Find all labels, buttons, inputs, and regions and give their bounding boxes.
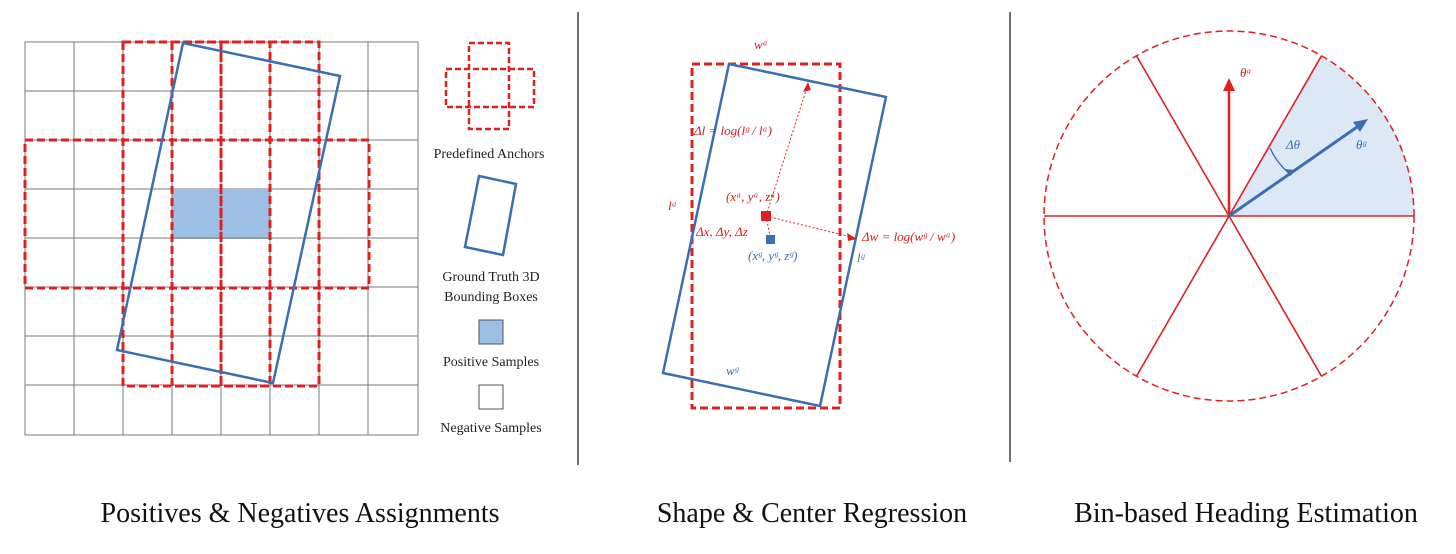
label-la: lᵃ xyxy=(668,198,677,213)
panel-shape-center-regression: wᵃ lᵃ wᵍ lᵍ (xᵃ, yᵃ, zᵃ) (xᵍ, yᵍ, zᵍ) Δx… xyxy=(657,37,967,529)
label-theta-g: θᵍ xyxy=(1356,137,1367,152)
arrow-head-l xyxy=(803,82,811,92)
label-theta-a: θᵃ xyxy=(1240,65,1252,80)
label-delta-theta: Δθ xyxy=(1285,137,1301,152)
gt-center-point xyxy=(766,235,775,244)
label-wg: wᵍ xyxy=(726,363,740,378)
legend-label-gt-line1: Ground Truth 3D xyxy=(442,270,539,285)
legend-label-anchors: Predefined Anchors xyxy=(434,147,545,162)
caption-shape-center: Shape & Center Regression xyxy=(657,498,967,529)
delta-theta-arc-head xyxy=(1285,169,1294,176)
legend-label-gt-line2: Bounding Boxes xyxy=(444,290,538,305)
legend-label-negative: Negative Samples xyxy=(440,421,541,436)
caption-positives-negatives: Positives & Negatives Assignments xyxy=(101,498,500,529)
label-anchor-center: (xᵃ, yᵃ, zᵃ) xyxy=(726,189,780,204)
legend-label-positive: Positive Samples xyxy=(443,355,539,370)
predefined-anchors xyxy=(23,40,371,388)
panel-positives-negatives: Predefined Anchors Ground Truth 3D Bound… xyxy=(23,40,545,529)
legend-positive-symbol xyxy=(478,319,504,345)
label-delta-xyz: Δx, Δy, Δz xyxy=(695,224,748,239)
legend: Predefined Anchors Ground Truth 3D Bound… xyxy=(434,41,545,436)
panel-bin-heading: θᵃ θᵍ Δθ Bin-based Heading Estimation xyxy=(1043,30,1418,529)
theta-a-arrow-head xyxy=(1223,78,1235,91)
arrow-head-w xyxy=(847,233,857,241)
label-delta-w: Δw = log(wᵍ / wᵃ) xyxy=(861,229,955,244)
caption-bin-heading: Bin-based Heading Estimation xyxy=(1074,498,1418,529)
bin-dividers xyxy=(1044,55,1414,377)
heading-bin-sector xyxy=(1229,55,1414,216)
ground-truth-box xyxy=(115,41,342,385)
legend-gt-symbol xyxy=(463,174,518,257)
label-gt-center: (xᵍ, yᵍ, zᵍ) xyxy=(748,248,797,263)
label-lg: lᵍ xyxy=(857,250,866,265)
gt-box xyxy=(661,62,888,408)
anchor-center-point xyxy=(761,211,771,221)
label-wa: wᵃ xyxy=(754,37,768,52)
theta-g-arrow-head xyxy=(1353,119,1368,132)
theta-g-arrow xyxy=(1228,123,1361,218)
legend-anchor-symbol xyxy=(444,41,536,131)
regression-arrows xyxy=(765,83,856,239)
legend-negative-symbol xyxy=(478,384,504,410)
label-delta-l: Δl = log(lᵍ / lᵃ) xyxy=(693,123,772,138)
